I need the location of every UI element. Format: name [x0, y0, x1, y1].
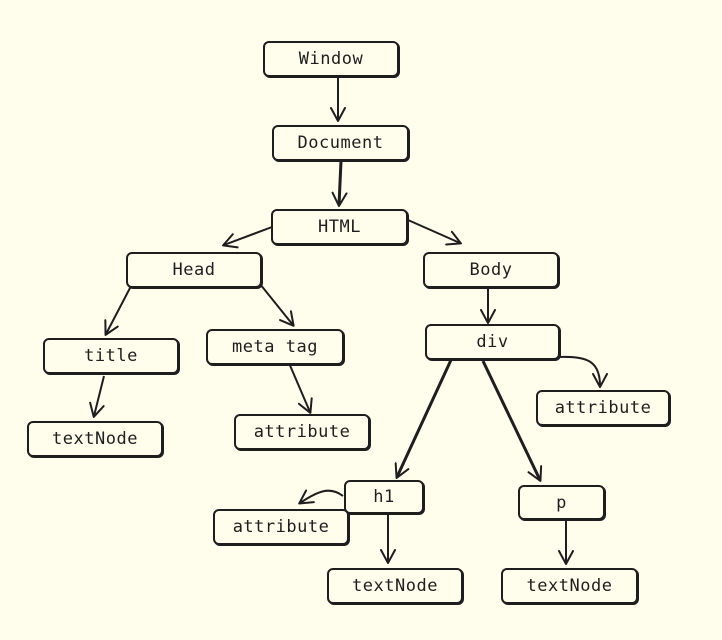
edge-head-title [104, 287, 131, 336]
edge-head-meta-tag [259, 283, 295, 327]
edge-h1-attribute [298, 489, 344, 505]
node-body: Body [423, 252, 559, 288]
node-div: div [425, 324, 560, 360]
edge-html-head [222, 226, 273, 249]
node-head: Head [126, 252, 262, 288]
edge-div-h1 [394, 359, 453, 479]
node-attribute-h1: attribute [213, 509, 349, 545]
node-attribute-meta: attribute [234, 414, 370, 450]
edge-div-p [481, 360, 543, 482]
node-h1: h1 [344, 480, 424, 514]
node-p: p [518, 485, 605, 520]
node-textnode-p: textNode [501, 568, 638, 604]
node-document: Document [272, 125, 409, 161]
edge-title-textnode [89, 375, 105, 418]
node-title: title [43, 338, 179, 374]
edge-document-html [331, 160, 348, 207]
node-window: Window [263, 41, 399, 77]
node-attribute-div: attribute [536, 390, 670, 426]
edge-div-attribute [557, 355, 608, 388]
node-textnode-h1: textNode [327, 568, 463, 604]
node-meta-tag: meta tag [206, 329, 344, 365]
edge-html-body [407, 219, 462, 246]
edge-meta-tag-attribute [288, 362, 313, 414]
node-html: HTML [271, 209, 408, 245]
node-textnode-title: textNode [27, 421, 163, 457]
